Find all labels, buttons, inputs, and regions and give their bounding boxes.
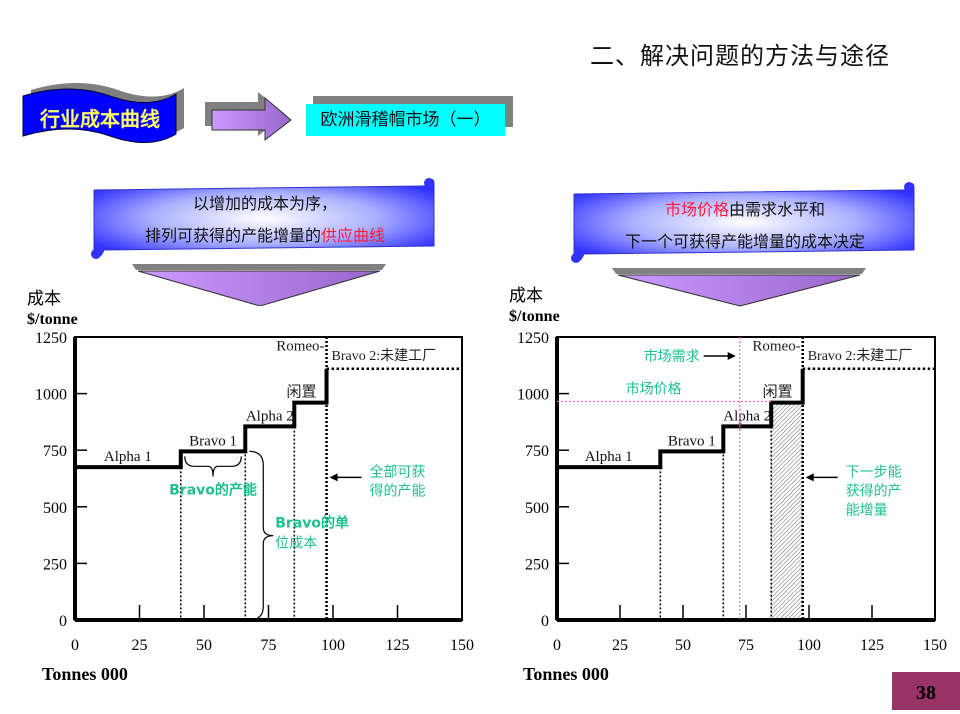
right-callout-line1-suffix: 由需求水平和	[729, 200, 826, 219]
right-callout-scroll	[571, 182, 915, 307]
section-banner[interactable]: 行业成本曲线	[18, 78, 188, 148]
bravo-capacity-label: Bravo的产能	[169, 481, 257, 498]
left-ylabel: 成本 $/tonne	[27, 289, 78, 330]
left-callout-scroll	[91, 178, 435, 306]
bravo-unit-cost-brace	[249, 450, 274, 621]
y-tick-label: 250	[43, 556, 67, 573]
y-tick-label: 500	[525, 500, 549, 517]
right-ylabel-cn: 成本	[509, 286, 543, 306]
right-callout-line1: 市场价格由需求水平和	[580, 194, 910, 226]
left-cost-curve-chart: 0 250 500 750 1000 1250 0 25 50 75 100 125 150 Alpha …	[35, 330, 474, 654]
left-callout-highlight: 供应曲线	[321, 226, 386, 245]
supply-curve-step-line	[75, 368, 329, 470]
y-tick-label: 250	[525, 556, 549, 573]
step-label: Bravo 1	[189, 433, 237, 449]
step-label: Alpha 1	[585, 449, 633, 465]
step-label: Alpha 2	[723, 408, 771, 424]
left-callout-line1: 以增加的成本为序，	[192, 194, 337, 213]
left-ylabel-cn: 成本	[27, 289, 61, 309]
left-callout-line2: 排列可获得的产能增量的供应曲线	[100, 220, 430, 252]
x-tick-label: 125	[386, 637, 410, 654]
right-cost-curve-chart: 0 250 500 750 1000 1250 0 25 50 75 100 125 150 Alpha …	[517, 330, 947, 654]
x-tick-label: 50	[196, 637, 212, 654]
y-tick-label: 1250	[517, 330, 549, 347]
x-tick-label: 75	[738, 637, 754, 654]
step-label: Alpha 2	[246, 408, 294, 424]
arrow-head-icon	[805, 473, 814, 482]
arrow-right-icon	[205, 92, 292, 142]
y-tick-label: 1250	[35, 330, 67, 347]
step-label-bravo2: Bravo 2:未建工厂	[808, 348, 913, 364]
y-tick-label: 0	[541, 613, 549, 630]
x-tick-label: 50	[675, 637, 691, 654]
bravo-unit-cost-label: Bravo的单	[275, 515, 349, 532]
supply-curve-step-line	[557, 368, 805, 470]
market-price-label: 市场价格	[626, 381, 682, 398]
step-label-romeo-idle: 闲置	[287, 383, 317, 401]
y-tick-label: 0	[59, 613, 67, 630]
market-demand-label: 市场需求	[644, 348, 700, 365]
step-label: Bravo 1	[668, 433, 716, 449]
right-ylabel-unit: $/tonne	[509, 308, 560, 325]
arrow-head-icon	[329, 473, 338, 482]
y-tick-label: 1000	[517, 387, 549, 404]
step-label-romeo: Romeo-	[276, 339, 324, 355]
hatched-capacity-increment	[771, 402, 803, 620]
x-tick-label: 0	[71, 637, 79, 654]
next-increment-label: 获得的产	[846, 482, 902, 499]
y-tick-label: 750	[43, 443, 67, 460]
left-ylabel-unit: $/tonne	[27, 311, 78, 328]
y-tick-label: 500	[43, 500, 67, 517]
x-tick-label: 150	[923, 637, 947, 654]
y-tick-label: 750	[525, 443, 549, 460]
next-increment-label: 能增量	[846, 502, 888, 518]
left-callout-line2-prefix: 排列可获得的产能增量的	[144, 226, 321, 245]
step-label-romeo-idle: 闲置	[763, 383, 793, 401]
left-xlabel: Tonnes 000	[42, 664, 128, 684]
right-callout-highlight: 市场价格	[664, 200, 729, 219]
right-callout-text: 市场价格由需求水平和 下一个可获得产能增量的成本决定	[580, 194, 910, 258]
y-tick-label: 1000	[35, 387, 67, 404]
x-tick-label: 100	[797, 637, 821, 654]
step-label-romeo: Romeo-	[752, 339, 800, 355]
total-capacity-label: 得的产能	[370, 482, 426, 499]
x-tick-label: 75	[261, 637, 277, 654]
right-ylabel: 成本 $/tonne	[509, 286, 560, 327]
right-xlabel: Tonnes 000	[523, 664, 609, 684]
x-tick-label: 25	[612, 637, 628, 654]
total-capacity-label: 全部可获	[370, 463, 426, 480]
page-number-badge: 38	[892, 672, 960, 710]
page-title: 二、解决问题的方法与途径	[590, 42, 890, 70]
left-callout-text: 以增加的成本为序， 排列可获得的产能增量的供应曲线	[100, 188, 430, 252]
x-tick-label: 25	[132, 637, 148, 654]
x-tick-label: 100	[321, 637, 345, 654]
bravo-unit-cost-label: 位成本	[275, 536, 317, 552]
right-callout-line2: 下一个可获得产能增量的成本决定	[624, 232, 865, 251]
next-increment-label: 下一步能	[846, 464, 902, 480]
x-tick-label: 125	[860, 637, 884, 654]
step-label-bravo2: Bravo 2:未建工厂	[332, 348, 437, 364]
x-tick-label: 150	[450, 637, 474, 654]
bravo-capacity-brace	[184, 456, 242, 477]
x-tick-label: 0	[553, 637, 561, 654]
step-label: Alpha 1	[104, 449, 152, 465]
arrow-head-icon	[727, 352, 736, 360]
subsection-label[interactable]: 欧洲滑稽帽市场（一）	[306, 104, 505, 136]
section-banner-label: 行业成本曲线	[39, 107, 160, 131]
